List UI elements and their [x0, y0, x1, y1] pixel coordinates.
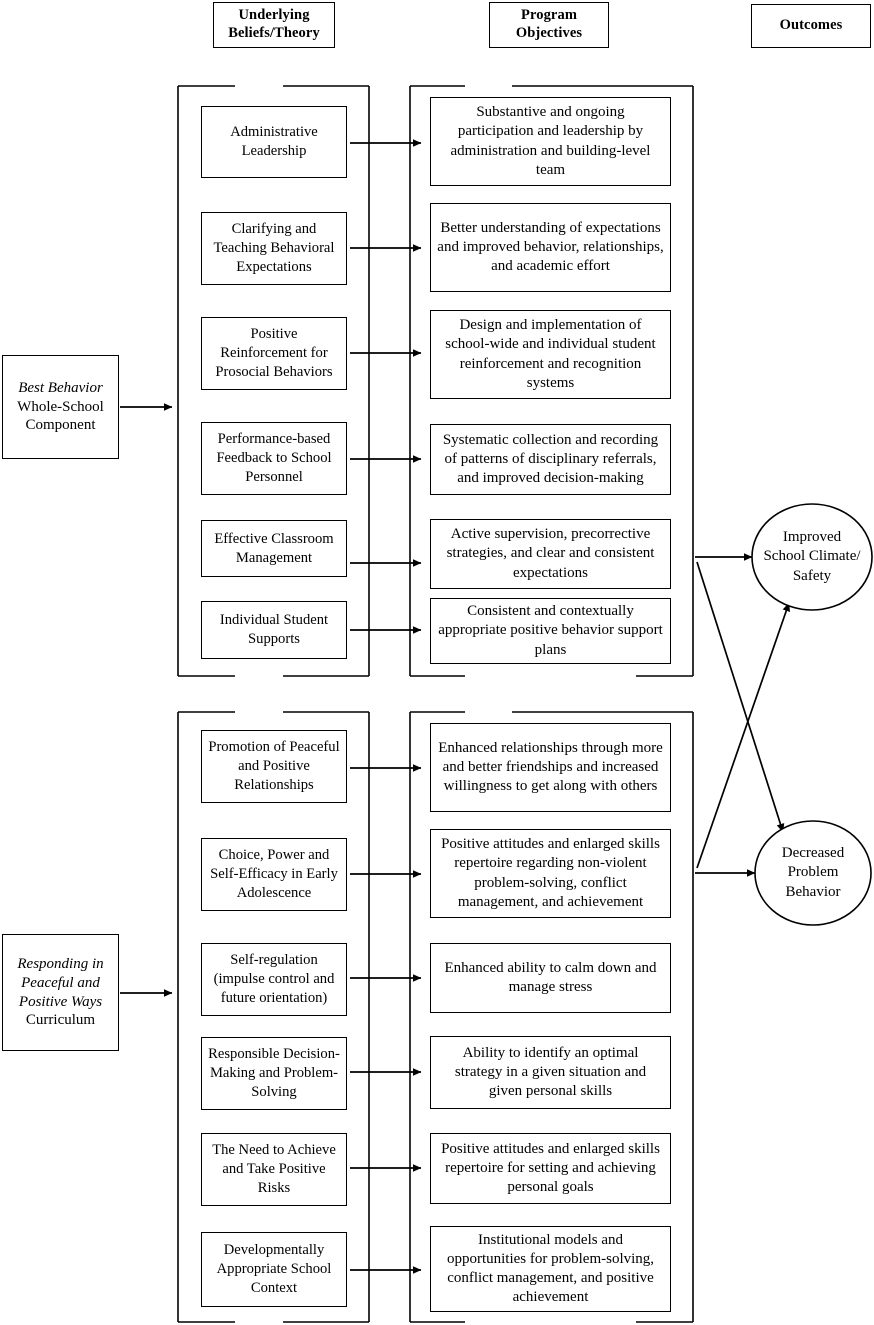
objective-label-g1-2: Better understanding of expectations and…: [437, 219, 664, 275]
header-program-objectives-line1: Program: [521, 7, 577, 24]
belief-box-g2-3: Self-regulation (impulse control and fut…: [201, 943, 347, 1016]
objective-box-g1-5: Active supervision, precorrective strate…: [430, 519, 671, 589]
objective-box-g2-5: Positive attitudes and enlarged skills r…: [430, 1133, 671, 1204]
objective-box-g2-3: Enhanced ability to calm down and manage…: [430, 943, 671, 1013]
objective-label-g2-2: Positive attitudes and enlarged skills r…: [441, 836, 660, 910]
outcome-decreased-line2: Problem: [787, 864, 839, 881]
source-box-responding-peaceful: Best Behavior Responding in Peaceful and…: [2, 934, 119, 1051]
objective-label-g2-3: Enhanced ability to calm down and manage…: [444, 959, 657, 995]
objective-box-g1-6: Consistent and contextually appropriate …: [430, 598, 671, 664]
objective-box-g2-6: Institutional models and opportunities f…: [430, 1226, 671, 1312]
source-best-behavior-plain: Whole-School Component: [17, 398, 104, 434]
source-responding-italic: Responding in Peaceful and Positive Ways: [17, 955, 104, 1010]
belief-box-g1-4: Performance-based Feedback to School Per…: [201, 422, 347, 495]
source-box-best-behavior: Best Behavior Whole-School Component: [2, 355, 119, 459]
belief-label-g2-4: Responsible Decision-Making and Problem-…: [208, 1046, 340, 1100]
arrow-group2-to-improved-climate: [696, 602, 790, 869]
belief-box-g1-5: Effective Classroom Management: [201, 520, 347, 577]
belief-label-g1-1: Administrative Leadership: [230, 124, 318, 159]
header-program-objectives: Program Objectives: [489, 2, 609, 48]
objective-label-g1-6: Consistent and contextually appropriate …: [438, 603, 663, 658]
group2-beliefs-container: [177, 711, 370, 1323]
belief-label-g1-6: Individual Student Supports: [219, 612, 329, 647]
belief-label-g1-5: Effective Classroom Management: [214, 530, 334, 566]
outcome-improved-line1: Improved: [782, 528, 842, 545]
belief-box-g2-5: The Need to Achieve and Take Positive Ri…: [201, 1133, 347, 1206]
outcome-decreased-line1: Decreased: [781, 844, 845, 861]
outcome-label-decreased-behavior: Decreased Problem Behavior: [753, 836, 873, 910]
header-underlying-beliefs: Underlying Beliefs/Theory: [213, 2, 335, 48]
outcome-improved-line2: School Climate/: [763, 548, 861, 565]
objective-label-g2-4: Ability to identify an optimal strategy …: [454, 1044, 647, 1100]
belief-label-g2-6: Developmentally Appropriate School Conte…: [216, 1242, 332, 1296]
belief-box-g2-4: Responsible Decision-Making and Problem-…: [201, 1037, 347, 1110]
objective-label-g1-4: Systematic collection and recording of p…: [442, 431, 659, 487]
outcome-decreased-line3: Behavior: [785, 883, 841, 900]
objective-label-g2-1: Enhanced relationships through more and …: [438, 739, 663, 795]
objective-box-g1-1: Substantive and ongoing participation an…: [430, 97, 671, 186]
objective-label-g2-6: Institutional models and opportunities f…: [446, 1231, 655, 1306]
header-underlying-beliefs-line2: Beliefs/Theory: [228, 25, 320, 41]
outcome-label-improved-climate: Improved School Climate/ Safety: [752, 520, 872, 594]
belief-label-g2-3: Self-regulation (impulse control and fut…: [213, 952, 335, 1006]
objective-label-g2-5: Positive attitudes and enlarged skills r…: [441, 1140, 660, 1196]
objective-box-g2-4: Ability to identify an optimal strategy …: [430, 1036, 671, 1109]
header-outcomes: Outcomes: [751, 4, 871, 48]
arrow-group1-to-decreased-behavior: [696, 561, 785, 833]
belief-box-g1-2: Clarifying and Teaching Behavioral Expec…: [201, 212, 347, 285]
objective-box-g1-2: Better understanding of expectations and…: [430, 203, 671, 292]
source-best-behavior-italic: Best Behavior: [18, 379, 103, 396]
objective-label-g1-5: Active supervision, precorrective strate…: [446, 526, 655, 581]
outcome-improved-line3: Safety: [792, 567, 832, 584]
header-program-objectives-line2: Objectives: [515, 25, 583, 41]
belief-label-g2-5: The Need to Achieve and Take Positive Ri…: [212, 1142, 336, 1196]
belief-box-g1-1: Administrative Leadership: [201, 106, 347, 178]
belief-box-g1-3: Positive Reinforcement for Prosocial Beh…: [201, 317, 347, 390]
objective-label-g1-1: Substantive and ongoing participation an…: [450, 104, 651, 178]
objective-box-g2-1: Enhanced relationships through more and …: [430, 723, 671, 812]
objective-label-g1-3: Design and implementation of school-wide…: [445, 317, 656, 391]
header-outcomes-line1: Outcomes: [779, 17, 843, 34]
objective-box-g1-3: Design and implementation of school-wide…: [430, 310, 671, 399]
belief-label-g1-2: Clarifying and Teaching Behavioral Expec…: [213, 221, 335, 275]
source-responding-plain: Curriculum: [25, 1012, 96, 1029]
belief-box-g2-1: Promotion of Peaceful and Positive Relat…: [201, 730, 347, 803]
belief-box-g2-6: Developmentally Appropriate School Conte…: [201, 1232, 347, 1307]
objective-box-g1-4: Systematic collection and recording of p…: [430, 424, 671, 495]
belief-box-g1-6: Individual Student Supports: [201, 601, 347, 659]
belief-box-g2-2: Choice, Power and Self-Efficacy in Early…: [201, 838, 347, 911]
belief-label-g1-3: Positive Reinforcement for Prosocial Beh…: [215, 326, 333, 380]
belief-label-g2-1: Promotion of Peaceful and Positive Relat…: [208, 739, 340, 793]
header-underlying-beliefs-line1: Underlying: [238, 7, 310, 24]
objective-box-g2-2: Positive attitudes and enlarged skills r…: [430, 829, 671, 918]
belief-label-g2-2: Choice, Power and Self-Efficacy in Early…: [210, 847, 338, 901]
belief-label-g1-4: Performance-based Feedback to School Per…: [216, 431, 332, 485]
